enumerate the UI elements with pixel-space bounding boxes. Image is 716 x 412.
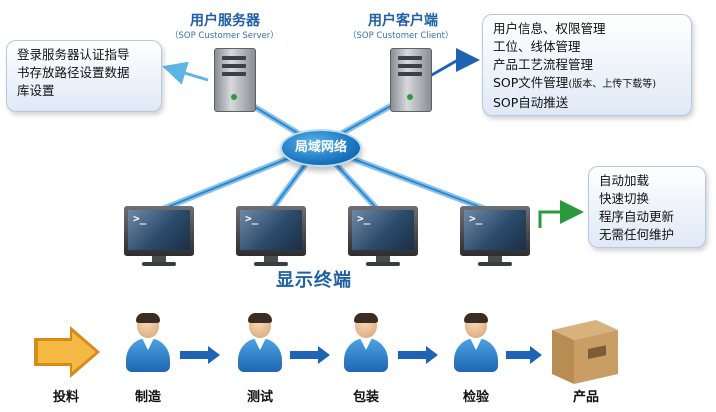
process-arrows bbox=[180, 346, 542, 364]
product-box-icon bbox=[552, 320, 618, 384]
client-tower-icon bbox=[390, 48, 432, 112]
step-label-packaging: 包装 bbox=[352, 390, 379, 405]
monitor-prompt: >_ bbox=[357, 212, 371, 225]
sop-doc-main: SOP文件管理 bbox=[493, 75, 569, 90]
client-mgmt-line-3: 产品工艺流程管理 bbox=[493, 57, 594, 72]
flow-arrow-2 bbox=[290, 346, 330, 364]
terminal-monitor-1: >_ bbox=[124, 206, 194, 266]
input-arrow-icon bbox=[34, 326, 100, 378]
terminal-features-box: 自动加载 快速切换 程序自动更新 无需任何维护 bbox=[588, 166, 706, 248]
terminal-monitor-3: >_ bbox=[348, 206, 418, 266]
step-label-testing: 测试 bbox=[246, 390, 273, 405]
server-settings-line-1: 登录服务器认证指导 bbox=[17, 47, 130, 62]
user-client-subtitle: （SOP Customer Client） bbox=[348, 31, 454, 41]
worker-testing-icon bbox=[236, 313, 284, 372]
step-label-input: 投料 bbox=[52, 390, 79, 405]
monitor-prompt: >_ bbox=[245, 212, 259, 225]
flow-arrow-1 bbox=[180, 346, 220, 364]
step-label-manufacturing: 制造 bbox=[134, 390, 161, 405]
terminal-feature-2: 快速切换 bbox=[599, 191, 650, 206]
client-mgmt-line-1: 用户信息、权限管理 bbox=[493, 21, 606, 36]
worker-manufacturing-icon bbox=[124, 313, 172, 372]
client-management-box: 用户信息、权限管理 工位、线体管理 产品工艺流程管理 SOP文件管理(版本、上传… bbox=[482, 14, 692, 116]
server-settings-box: 登录服务器认证指导 书存放路径设置数据 库设置 bbox=[6, 40, 162, 112]
arrow-client-to-management bbox=[429, 48, 480, 78]
worker-inspection-icon bbox=[452, 313, 500, 372]
client-mgmt-line-4: SOP文件管理(版本、上传下载等) bbox=[493, 74, 681, 94]
worker-packaging-icon bbox=[342, 313, 390, 372]
user-server-subtitle: （SOP Customer Server） bbox=[170, 31, 279, 41]
server-settings-line-3: 库设置 bbox=[17, 83, 55, 98]
terminal-monitor-4: >_ bbox=[460, 206, 530, 266]
arrow-server-to-settings bbox=[162, 61, 209, 85]
monitor-prompt: >_ bbox=[469, 212, 483, 225]
terminal-monitor-2: >_ bbox=[236, 206, 306, 266]
client-mgmt-line-5: SOP自动推送 bbox=[493, 95, 569, 110]
lan-hub: 局域网络 bbox=[280, 129, 362, 167]
user-server-title: 用户服务器 bbox=[190, 13, 260, 29]
terminal-feature-4: 无需任何维护 bbox=[599, 227, 675, 242]
user-client-title: 用户客户端 bbox=[368, 13, 438, 29]
server-tower-icon bbox=[214, 48, 256, 112]
client-mgmt-line-2: 工位、线体管理 bbox=[493, 39, 581, 54]
terminal-feature-3: 程序自动更新 bbox=[599, 209, 675, 224]
terminal-title: 显示终端 bbox=[276, 270, 352, 291]
step-label-product: 产品 bbox=[572, 390, 599, 405]
flow-arrow-4 bbox=[506, 346, 542, 364]
sop-doc-note: (版本、上传下载等) bbox=[568, 79, 657, 90]
flow-arrow-3 bbox=[398, 346, 438, 364]
terminal-feature-1: 自动加载 bbox=[599, 173, 650, 188]
server-settings-line-2: 书存放路径设置数据 bbox=[17, 65, 130, 80]
step-label-inspection: 检验 bbox=[462, 390, 489, 405]
arrow-terminal-to-features bbox=[538, 200, 584, 228]
monitor-prompt: >_ bbox=[133, 212, 147, 225]
